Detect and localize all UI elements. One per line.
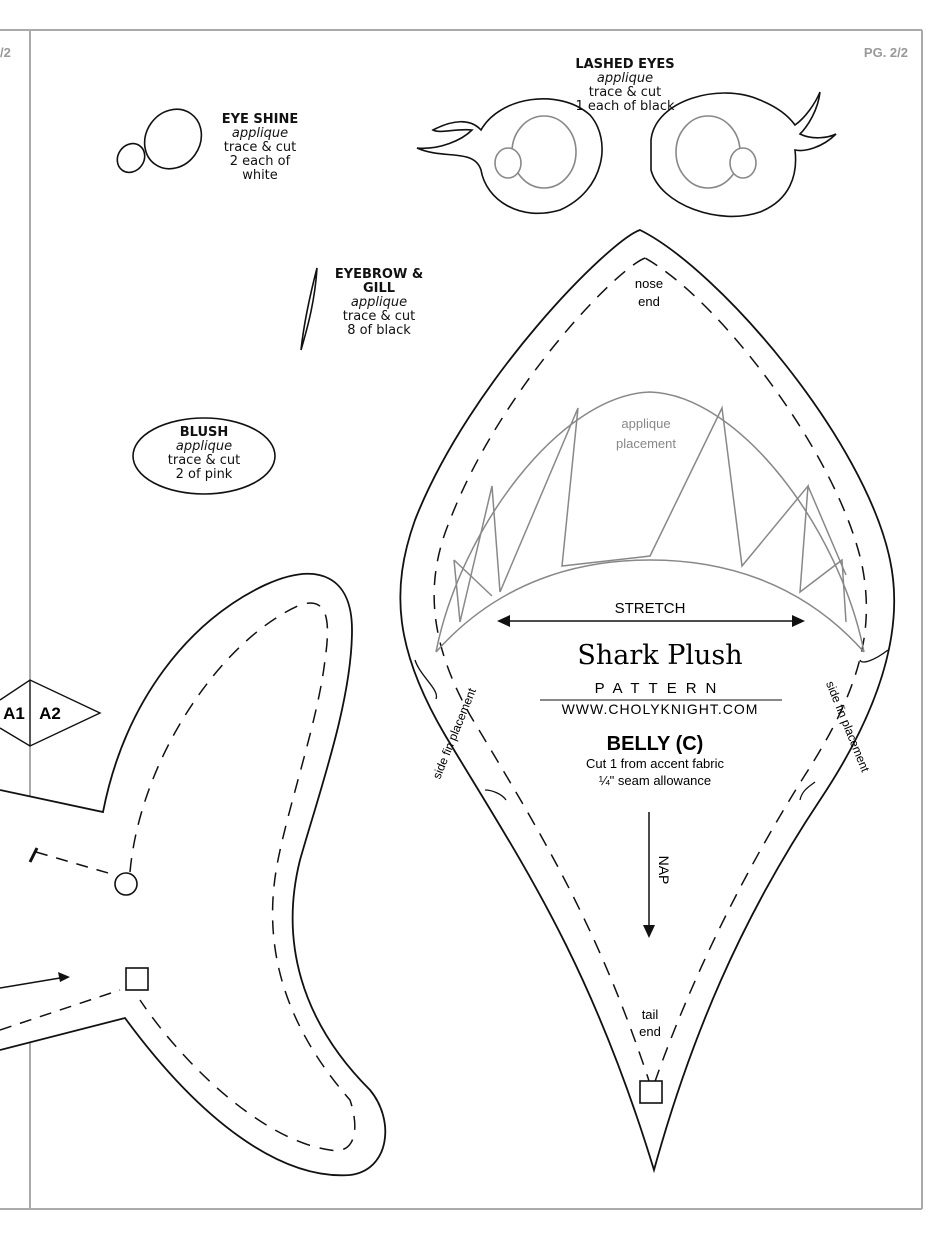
tail-end-2: end: [639, 1024, 661, 1039]
eyebrow-gill-title1: EYEBROW &: [334, 267, 424, 282]
eye-shine-piece: [116, 108, 203, 174]
eye-shine-title: EYE SHINE: [221, 112, 299, 127]
blush-piece: [132, 417, 276, 495]
tail-end-1: tail: [642, 1007, 659, 1022]
brand-url: WWW.CHOLYKNIGHT.COM: [562, 701, 759, 717]
left-page-number: /2: [0, 45, 11, 60]
fin-piece: A1 A2: [0, 572, 387, 1177]
blush-line2: 2 of pink: [175, 467, 233, 482]
blush-line1: trace & cut: [167, 453, 241, 468]
eye-shine-line2: 2 each of: [229, 154, 291, 169]
marker-a1: A1: [3, 704, 25, 723]
blush-title: BLUSH: [179, 425, 229, 440]
belly-piece: applique placement nose end STRETCH Shar…: [399, 229, 896, 1174]
eye-shine-label: EYE SHINE applique trace & cut 2 each of…: [208, 113, 312, 183]
nap-label: NAP: [656, 856, 672, 885]
nose-end-2: end: [638, 294, 660, 309]
eyebrow-gill-label: EYEBROW & GILL applique trace & cut 8 of…: [326, 268, 432, 338]
eye-shine-type: applique: [231, 126, 289, 141]
eyebrow-gill-title2: GILL: [362, 281, 396, 296]
eye-shine-line1: trace & cut: [223, 140, 297, 155]
seam-allowance: ¼" seam allowance: [599, 773, 711, 788]
stretch-label: STRETCH: [615, 600, 686, 617]
lashed-eyes-piece: [416, 91, 837, 218]
eyebrow-gill-line1: trace & cut: [342, 309, 416, 324]
blush-type: applique: [175, 439, 233, 454]
eyebrow-gill-line2: 8 of black: [347, 323, 411, 338]
lashed-eyes-type: applique: [596, 71, 654, 86]
eye-shine-line3: white: [242, 168, 278, 183]
nose-end-1: nose: [635, 276, 663, 291]
eyebrow-gill-type: applique: [350, 295, 408, 310]
piece-name: BELLY (C): [607, 733, 704, 755]
lashed-eyes-label: LASHED EYES applique trace & cut 1 each …: [555, 58, 695, 114]
lashed-eyes-title: LASHED EYES: [575, 57, 675, 72]
blush-label: BLUSH applique trace & cut 2 of pink: [150, 426, 258, 482]
brand-title: Shark Plush: [577, 640, 742, 671]
lashed-eyes-line1: trace & cut: [588, 85, 662, 100]
page-number: PG. 2/2: [864, 45, 908, 60]
marker-a2: A2: [39, 704, 61, 723]
brand-subtitle: PATTERN: [595, 680, 726, 697]
applique-placement-2: placement: [616, 436, 676, 451]
eyebrow-gill-piece: [300, 267, 318, 351]
applique-placement-1: applique: [621, 416, 670, 431]
cut-instructions: Cut 1 from accent fabric: [586, 756, 724, 771]
lashed-eyes-line2: 1 each of black: [575, 99, 675, 114]
